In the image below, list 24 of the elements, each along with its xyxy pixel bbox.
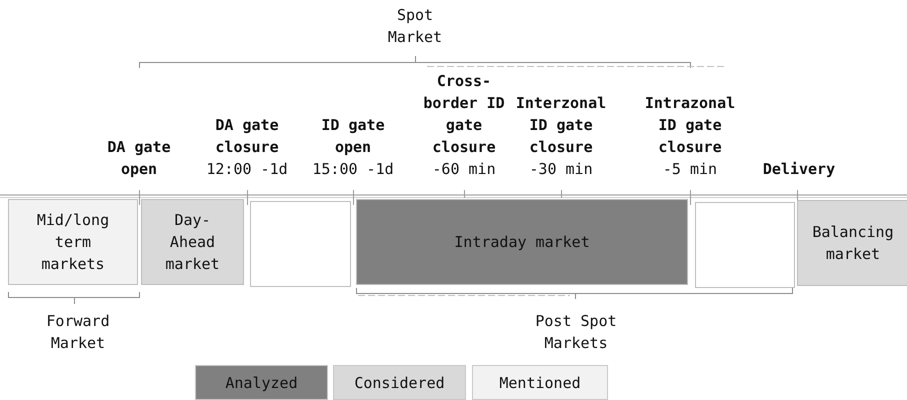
time-label: -60 min: [432, 159, 496, 180]
legend-label: Analyzed: [225, 372, 298, 392]
time-label: 12:00 -1d: [206, 159, 288, 180]
market-box: Balancing market: [797, 200, 907, 286]
milestone-label: Cross-border ID gate closure: [423, 71, 505, 158]
milestone-label: Intrazonal ID gate closure: [644, 93, 736, 158]
milestone-label: Delivery: [762, 159, 836, 180]
market-group-label: Forward Market: [45, 311, 111, 354]
legend-label: Mentioned: [499, 372, 581, 392]
legend-label: Considered: [354, 372, 445, 392]
milestone-label: ID gate open: [321, 115, 385, 158]
market-group-label: Spot Market: [388, 5, 442, 48]
time-label: -30 min: [529, 159, 593, 180]
market-group-label: Post Spot Markets: [534, 311, 618, 354]
milestone-label: DA gate closure: [215, 115, 279, 158]
time-label: -5 min: [662, 159, 718, 180]
market-box: Day-Ahead market: [141, 199, 244, 285]
milestone-label: Interzonal ID gate closure: [516, 93, 606, 158]
milestone-label: DA gate open: [107, 137, 171, 180]
time-label: 15:00 -1d: [312, 159, 394, 180]
empty-box: [250, 201, 351, 287]
market-box: Intraday market: [356, 199, 688, 285]
empty-box: [695, 202, 795, 288]
market-box: Mid/long term markets: [8, 199, 138, 285]
